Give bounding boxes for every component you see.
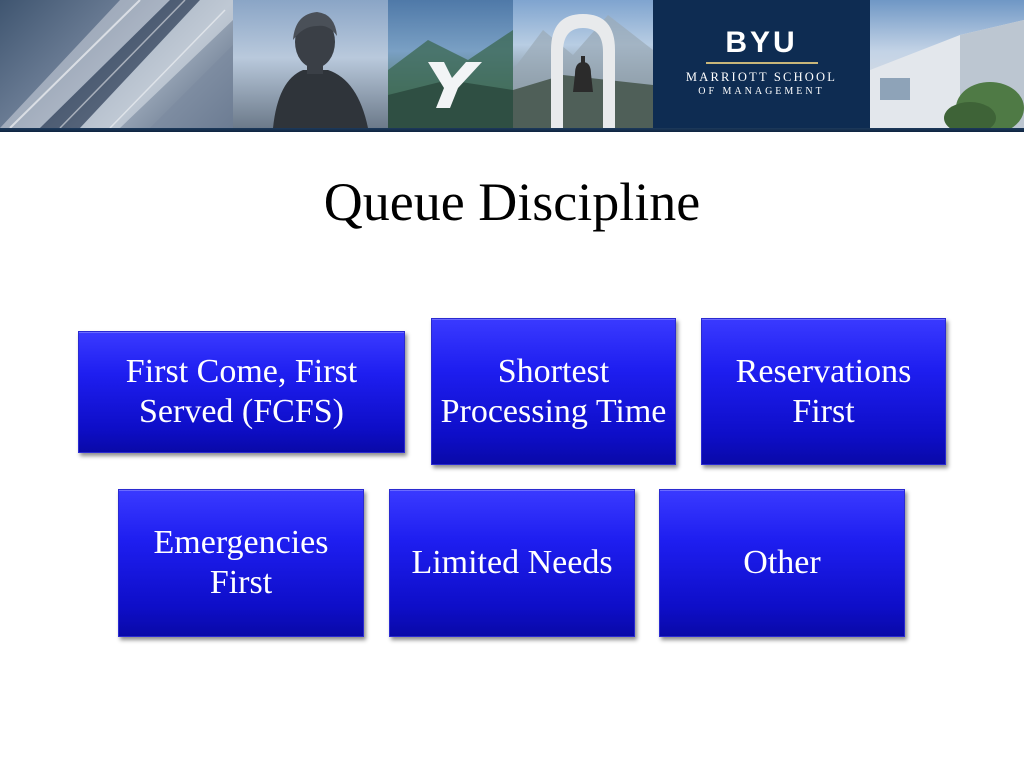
discipline-box-label: Emergencies First [153, 524, 329, 601]
discipline-box-other: Other [659, 489, 905, 637]
discipline-box-shortest-processing-time: Shortest Processing Time [431, 318, 676, 465]
mountain-y-image [388, 0, 513, 128]
bell-tower-image [513, 0, 653, 128]
discipline-box-label: Shortest Processing Time [440, 352, 667, 430]
discipline-box-reservations-first: Reservations First [701, 318, 946, 465]
slide-title: Queue Discipline [323, 172, 701, 232]
byu-logo: BYU MARRIOTT SCHOOL OF MANAGEMENT [653, 0, 870, 128]
banner-divider [0, 128, 1024, 132]
logo-management-text: OF MANAGEMENT [698, 86, 825, 97]
discipline-box-label: Limited Needs [411, 544, 613, 581]
logo-rule [705, 62, 818, 64]
modern-building-image [870, 0, 1024, 128]
discipline-box-limited-needs: Limited Needs [389, 489, 635, 637]
discipline-box-emergencies-first: Emergencies First [118, 489, 364, 637]
logo-school-text: MARRIOTT SCHOOL [685, 70, 838, 84]
discipline-box-label: Other [743, 544, 821, 581]
header-banner: BYU MARRIOTT SCHOOL OF MANAGEMENT [0, 0, 1024, 128]
discipline-box-label: First Come, First Served (FCFS) [125, 353, 358, 430]
discipline-box-label: Reservations First [735, 352, 912, 430]
building-facade-image [0, 0, 233, 128]
logo-brand-text: BYU [725, 26, 798, 59]
discipline-box-fcfs: First Come, First Served (FCFS) [78, 331, 405, 453]
statue-image [233, 0, 388, 128]
